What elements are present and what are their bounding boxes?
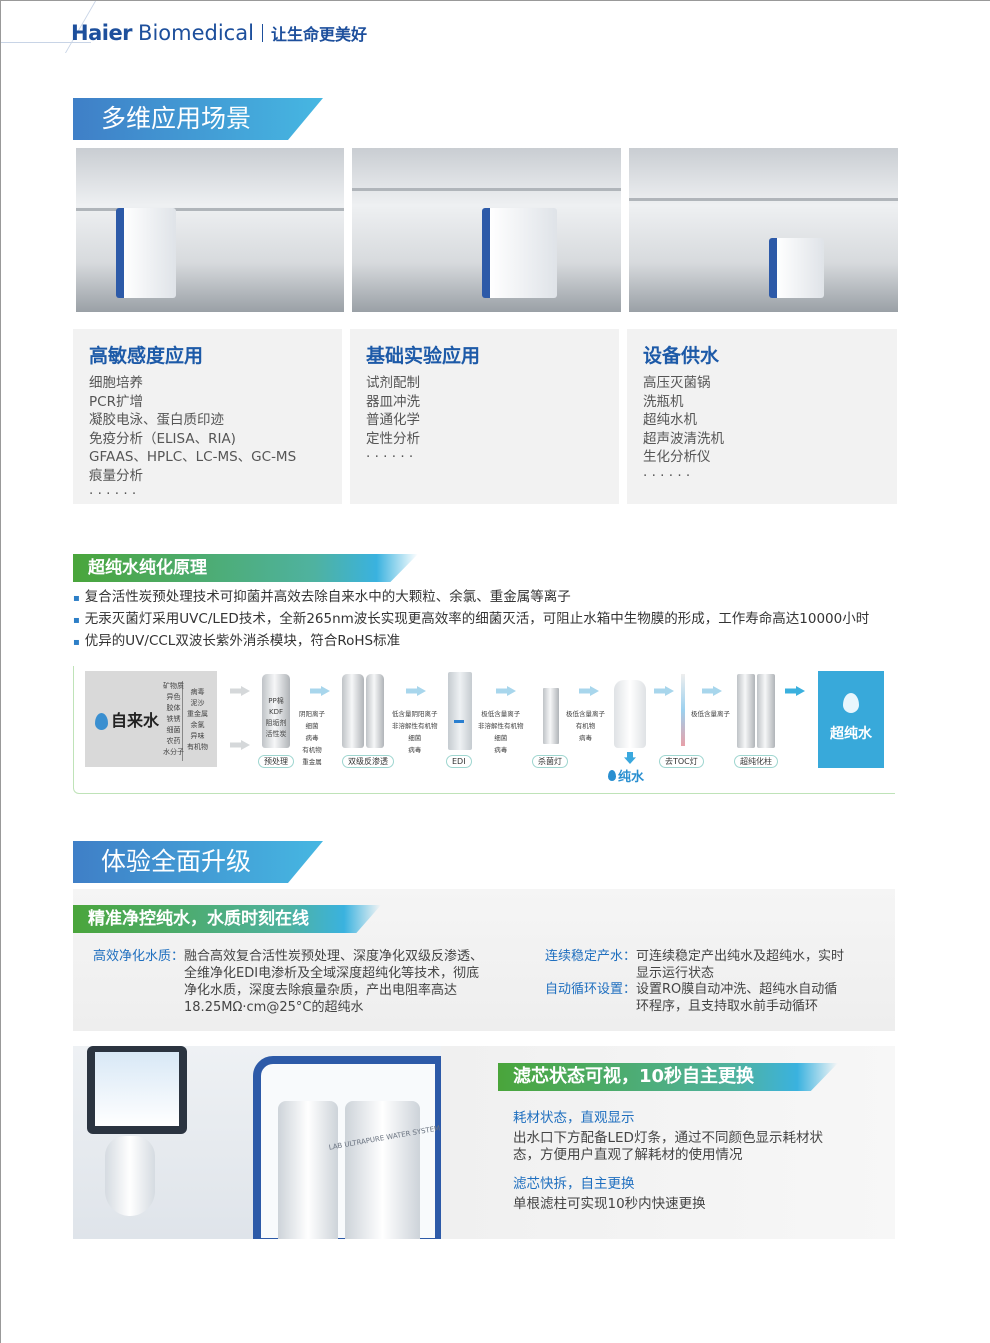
card-item: 痕量分析 xyxy=(89,467,143,484)
sub-feature-text: 出水口下方配备LED灯条，通过不同颜色显示耗材状态，方便用户直观了解耗材的使用情… xyxy=(513,1130,823,1163)
feature-item: 连续稳定产水：可连续稳定产出纯水及超纯水，实时显示运行状态 xyxy=(545,949,845,981)
card-basic-lab: 基础实验应用 试剂配制 器皿冲洗 普通化学 定性分析 · · · · · · xyxy=(350,329,619,504)
card-item: 细胞培养 xyxy=(89,375,143,391)
card-title: 高敏感度应用 xyxy=(89,345,204,367)
arrow-icon xyxy=(785,686,805,696)
card-item: 试剂配制 xyxy=(366,375,420,391)
slogan: 让生命更美好 xyxy=(270,25,367,44)
pure-water-label: 纯水 xyxy=(608,766,644,785)
contents-a: 矿物质异色胶体铁锈细菌农药水分子 xyxy=(163,682,184,756)
card-equipment-supply: 设备供水 高压灭菌锅 洗瓶机 超纯水机 超声波清洗机 生化分析仪 · · · ·… xyxy=(627,329,897,504)
ro-membrane-2 xyxy=(366,674,384,748)
ro-membrane-1 xyxy=(342,674,364,748)
product-image: LAB ULTRAPURE WATER SYSTEM xyxy=(73,1046,441,1239)
principle-bullets: 复合活性炭预处理技术可抑菌并高效去除自来水中的大颗粒、余氯、重金属等离子 无汞灭… xyxy=(73,587,869,653)
arrow-icon xyxy=(702,686,722,696)
ultrapure-label: 超纯水 xyxy=(830,726,872,742)
card-item: 洗瓶机 xyxy=(643,393,684,410)
card-high-sensitivity: 高敏感度应用 细胞培养 PCR扩增 凝胶电泳、蛋白质印迹 免疫分析（ELISA、… xyxy=(73,329,342,504)
section-title-scenarios: 多维应用场景 xyxy=(73,98,323,140)
stage-label-ro: 双级反渗透 xyxy=(342,755,394,768)
polisher-column-1 xyxy=(737,674,755,748)
card-item: 超声波清洗机 xyxy=(643,430,724,447)
arrow-down-icon xyxy=(624,752,636,764)
sub-feature-title: 滤芯快拆，自主更换 xyxy=(513,1176,635,1192)
arrow-icon xyxy=(310,686,330,696)
card-title: 基础实验应用 xyxy=(366,345,481,367)
feature-item: 自动循环设置：设置RO膜自动冲洗、超纯水自动循环程序，且支持取水前手动循环 xyxy=(545,982,838,1014)
filter-cartridge xyxy=(345,1101,420,1239)
sub-feature: 滤芯快拆，自主更换 单根滤柱可实现10秒内快速更换 xyxy=(513,1172,843,1213)
card-item: 免疫分析（ELISA、RIA) xyxy=(89,430,236,447)
arrow-icon xyxy=(496,686,516,696)
card-item: 定性分析 xyxy=(366,430,420,447)
stage-output-notes: 低含量阴阳离子非溶解性有机物细菌病毒 xyxy=(392,710,438,754)
arrow-icon xyxy=(230,686,250,696)
bullet-item: 复合活性炭预处理技术可抑菌并高效去除自来水中的大颗粒、余氯、重金属等离子 xyxy=(73,587,869,609)
logo-haier: Haier xyxy=(71,21,133,45)
uv-lamp xyxy=(543,688,559,744)
feature-title: 滤芯状态可视，10秒自主更换 xyxy=(498,1063,838,1091)
tap-water-box: 自来水 矿物质异色胶体铁锈细菌农药水分子 病毒泥沙重金属余氯异味有机物 xyxy=(85,671,217,767)
corner-decoration xyxy=(1,1,91,43)
card-item: 普通化学 xyxy=(366,412,420,428)
tap-water-label: 自来水 xyxy=(111,711,160,730)
card-item: 超纯水机 xyxy=(643,412,697,428)
stage-label-uv: 杀菌灯 xyxy=(532,755,568,768)
lab-photo-3 xyxy=(629,148,898,312)
arrow-icon xyxy=(406,686,426,696)
feature-panel-2: 滤芯状态可视，10秒自主更换 耗材状态，直观显示 出水口下方配备LED灯条，通过… xyxy=(441,1046,895,1239)
stage-label-polisher: 超纯化柱 xyxy=(734,755,778,768)
card-item: · · · · · · xyxy=(89,486,137,502)
feature-title: 精准净控纯水，水质时刻在线 xyxy=(73,905,381,933)
stage-label-pretreatment: 预处理 xyxy=(258,755,294,768)
filter-cartridge xyxy=(278,1101,338,1239)
arrow-icon xyxy=(579,686,599,696)
water-drop-icon xyxy=(843,693,859,713)
logo-divider xyxy=(261,24,263,42)
arrow-icon xyxy=(230,740,250,750)
touchscreen xyxy=(87,1046,187,1134)
stage-label-toc: 去TOC灯 xyxy=(659,755,704,768)
stage-output-notes: 极低含量离子有机物病毒 xyxy=(566,710,605,742)
bullet-item: 优异的UV/CCL双波长紫外消杀模块，符合RoHS标准 xyxy=(73,631,869,653)
bullet-item: 无汞灭菌灯采用UVC/LED技术，全新265nm波长实现更高效率的细菌灭活，可阻… xyxy=(73,609,869,631)
logo-biomedical: Biomedical xyxy=(138,21,254,45)
card-item: GFAAS、HPLC、LC-MS、GC-MS xyxy=(89,449,297,465)
card-item: PCR扩增 xyxy=(89,393,143,410)
section-title-principle: 超纯水纯化原理 xyxy=(73,554,418,582)
feature-panel-1: 精准净控纯水，水质时刻在线 高效净化水质：融合高效复合活性炭预处理、深度净化双级… xyxy=(73,889,895,1031)
stage-output-notes: 阴阳离子细菌病毒有机物重金属 xyxy=(299,710,325,766)
water-tank xyxy=(614,680,646,748)
polisher-column-2 xyxy=(757,674,775,748)
brand-logo: Haier Biomedical 让生命更美好 xyxy=(71,21,367,45)
card-item: 凝胶电泳、蛋白质印迹 xyxy=(89,412,224,428)
dispenser xyxy=(105,1136,155,1216)
card-item: · · · · · · xyxy=(643,467,691,484)
edi-module xyxy=(448,672,472,750)
card-item: 生化分析仪 xyxy=(643,449,711,465)
sub-feature-title: 耗材状态，直观显示 xyxy=(513,1110,635,1126)
lab-photo-2 xyxy=(352,148,621,312)
stage-label-edi: EDI xyxy=(446,755,472,768)
lab-photo-1 xyxy=(76,148,344,312)
stage-output-notes: 极低含量离子 xyxy=(691,710,730,718)
feature-item: 高效净化水质：融合高效复合活性炭预处理、深度净化双级反渗透、全维净化EDI电渗析… xyxy=(93,949,484,1015)
ultrapure-water-box: 超纯水 xyxy=(818,671,884,768)
water-drop-icon xyxy=(95,713,108,730)
arrow-icon xyxy=(654,686,674,696)
card-item: · · · · · · xyxy=(366,449,414,465)
card-title: 设备供水 xyxy=(643,345,720,367)
stage-output-notes: 极低含量离子非溶解性有机物细菌病毒 xyxy=(478,710,524,754)
contents-b: 病毒泥沙重金属余氯异味有机物 xyxy=(187,688,208,751)
card-item: 高压灭菌锅 xyxy=(643,375,711,391)
sub-feature-text: 单根滤柱可实现10秒内快速更换 xyxy=(513,1196,706,1212)
water-drop-icon xyxy=(608,770,616,781)
sub-feature: 耗材状态，直观显示 出水口下方配备LED灯条，通过不同颜色显示耗材状态，方便用户… xyxy=(513,1106,843,1164)
section-title-upgrade: 体验全面升级 xyxy=(73,841,323,883)
toc-lamp xyxy=(681,674,685,746)
card-item: 器皿冲洗 xyxy=(366,393,420,410)
